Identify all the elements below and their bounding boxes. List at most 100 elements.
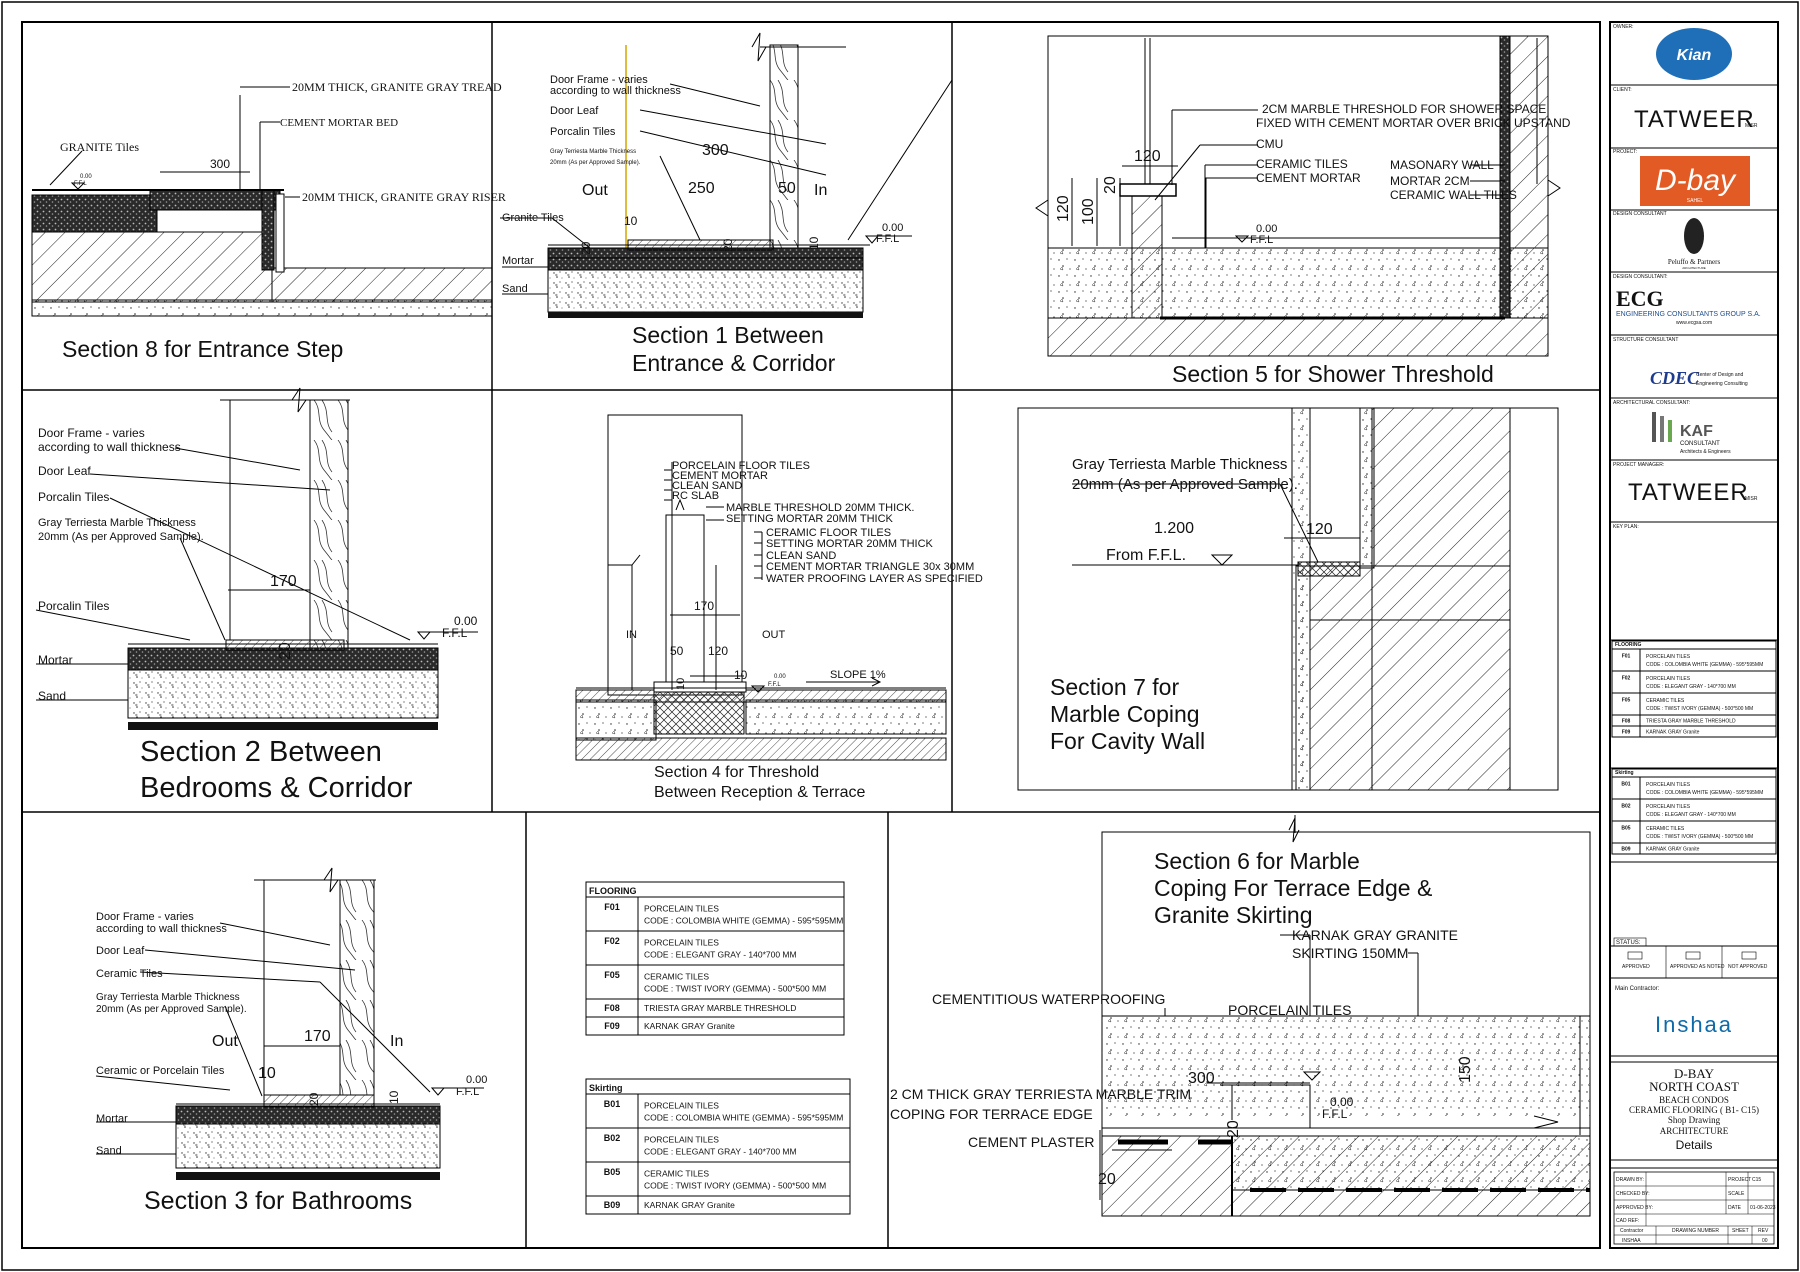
s5-label-ceramic: CERAMIC TILES	[1256, 157, 1348, 171]
tb-project: D-bay	[1655, 164, 1737, 197]
table-desc: TRIESTA GRAY MARBLE THRESHOLD	[644, 1003, 796, 1013]
section-7-marble-coping: Gray Terriesta Marble Thickness 20mm (As…	[1017, 407, 1559, 791]
tb-p5: Shop Drawing	[1668, 1115, 1721, 1125]
s4-dim-170: 170	[694, 599, 714, 613]
section-5-shower-threshold: 2CM MARBLE THRESHOLD FOR SHOWER SPACE FI…	[1035, 35, 1571, 387]
tb-status-noted: APPROVED AS NOTED	[1670, 964, 1725, 970]
tb-struct-l1: Center of Design and	[1696, 372, 1743, 378]
tb-arch-l1: CONSULTANT	[1680, 441, 1720, 447]
tb-f-dwgno: DRAWING NUMBER	[1672, 1228, 1719, 1234]
s3-dim-170: 170	[304, 1028, 331, 1045]
s3-label-sand: Sand	[96, 1145, 122, 1157]
table-code-detail: CODE : COLOMBIA WHITE (GEMMA) - 595*595M…	[1646, 662, 1763, 668]
s3-dim-10b: 10	[387, 1090, 401, 1104]
tb-f-cad: CAD REF:	[1616, 1218, 1639, 1224]
tb-pm-sub: MISR	[1745, 496, 1758, 502]
s8-ffl-value: 0.00	[80, 174, 92, 180]
s2-label-frame2: according to wall thickness	[38, 440, 181, 454]
s2-label-sand: Sand	[38, 689, 66, 703]
s7-title-l2: Marble Coping	[1050, 701, 1200, 727]
s6-label-plaster: CEMENT PLASTER	[968, 1134, 1095, 1150]
dbay-logo	[1640, 156, 1750, 206]
s7-dim-120: 120	[1306, 521, 1333, 538]
s3-dim-20: 20	[307, 1092, 321, 1106]
s5-label-cmortar: CEMENT MORTAR	[1256, 171, 1361, 185]
table-desc: PORCELAIN TILES	[1646, 676, 1691, 682]
tb-arch: KAF	[1680, 423, 1713, 440]
table-code: B02	[604, 1133, 621, 1143]
s4-dim-10: 10	[734, 668, 748, 682]
s1-title-l1: Section 1 Between	[632, 322, 824, 348]
table-code: F08	[604, 1003, 620, 1013]
tb-struct-l2: Engineering Consulting	[1696, 381, 1748, 387]
table-code: B01	[604, 1099, 621, 1109]
s1-label-gray1: Gray Terriesta Marble Thickness	[550, 149, 636, 155]
s1-dim-20b: 20	[721, 238, 735, 252]
tb-f-date: DATE	[1728, 1205, 1742, 1211]
s5-label-mort2: MORTAR 2CM	[1390, 174, 1470, 188]
s8-label-riser: 20MM THICK, GRANITE GRAY RISER	[302, 190, 506, 204]
s8-ffl: F.F.L	[74, 181, 87, 187]
tb-project-heading: PROJECT:	[1613, 149, 1637, 155]
tb-f-date-v: 01-06-2023	[1750, 1205, 1776, 1211]
s4-dim-50: 50	[670, 644, 684, 658]
table-code: F02	[1622, 675, 1631, 681]
s1-label-out: Out	[582, 182, 608, 199]
s1-label-frame1: Door Frame - varies	[550, 74, 648, 86]
section-6-terrace-edge: Section 6 for Marble Coping For Terrace …	[890, 815, 1591, 1217]
s4-title-l2: Between Reception & Terrace	[654, 784, 865, 801]
s2-ffl: F.F.L	[442, 626, 468, 640]
table-desc: PORCELAIN TILES	[644, 1134, 719, 1144]
s5-title: Section 5 for Shower Threshold	[1172, 361, 1494, 387]
table-code: B02	[1621, 803, 1630, 809]
tb-p6: ARCHITECTURE	[1660, 1126, 1729, 1136]
s3-label-cop: Ceramic or Porcelain Tiles	[96, 1065, 225, 1077]
tb-p4: CERAMIC FLOORING ( B1- C15)	[1629, 1105, 1759, 1115]
tb-status-not: NOT APPROVED	[1728, 964, 1768, 970]
tb-mc: Inshaa	[1655, 1012, 1733, 1037]
table-desc: KARNAK GRAY Granite	[1646, 846, 1700, 852]
s2-label-frame1: Door Frame - varies	[38, 426, 145, 440]
s5-label-mas: MASONARY WALL	[1390, 158, 1494, 172]
s3-label-in: In	[390, 1033, 403, 1050]
s3-label-frame1: Door Frame - varies	[96, 911, 194, 923]
kaf-logo	[1652, 412, 1656, 442]
s6-label-porc: PORCELAIN TILES	[1228, 1002, 1351, 1018]
table-desc: PORCELAIN TILES	[644, 937, 719, 947]
table-code: F02	[604, 936, 620, 946]
table-header: FLOORING	[1615, 642, 1641, 648]
table-code-detail: CODE : ELEGANT GRAY - 140*700 MM	[644, 950, 797, 960]
s6-label-karnak2: SKIRTING 150MM	[1292, 945, 1408, 961]
table-code: F09	[604, 1021, 620, 1031]
tb-owner: Kian	[1677, 47, 1712, 64]
table-code: B09	[604, 1200, 621, 1210]
s4-label-a3: CLEAN SAND	[672, 480, 742, 492]
tb-f-drawn: DRAWN BY:	[1616, 1177, 1644, 1183]
table-code-detail: CODE : ELEGANT GRAY - 140*700 MM	[1646, 812, 1736, 818]
kian-logo	[1656, 28, 1732, 80]
s4-title-l1: Section 4 for Threshold	[654, 764, 819, 781]
s4-label-c1: CERAMIC FLOOR TILES	[766, 527, 891, 539]
s5-dim-120: 120	[1134, 148, 1161, 165]
tb-p3: BEACH CONDOS	[1659, 1095, 1729, 1105]
s6-dim-20b: 20	[1098, 1171, 1116, 1188]
s1-dim-20: 20	[579, 241, 593, 255]
tb-struct: CDEC	[1650, 368, 1700, 388]
s4-label-a2: CEMENT MORTAR	[672, 470, 768, 482]
tb-pm: TATWEER	[1628, 479, 1749, 506]
s7-title-l3: For Cavity Wall	[1050, 728, 1205, 754]
table-code: B01	[1621, 781, 1630, 787]
s8-label-granite: GRANITE Tiles	[60, 140, 139, 154]
table-desc: PORCELAIN TILES	[1646, 654, 1691, 660]
table-code-detail: CODE : TWIST IVORY (GEMMA) - 500*500 MM	[644, 984, 826, 994]
table-row: F02 PORCELAIN TILES CODE : ELEGANT GRAY - …	[586, 936, 844, 966]
s4-label-b2: SETTING MORTAR 20MM THICK	[726, 513, 894, 525]
